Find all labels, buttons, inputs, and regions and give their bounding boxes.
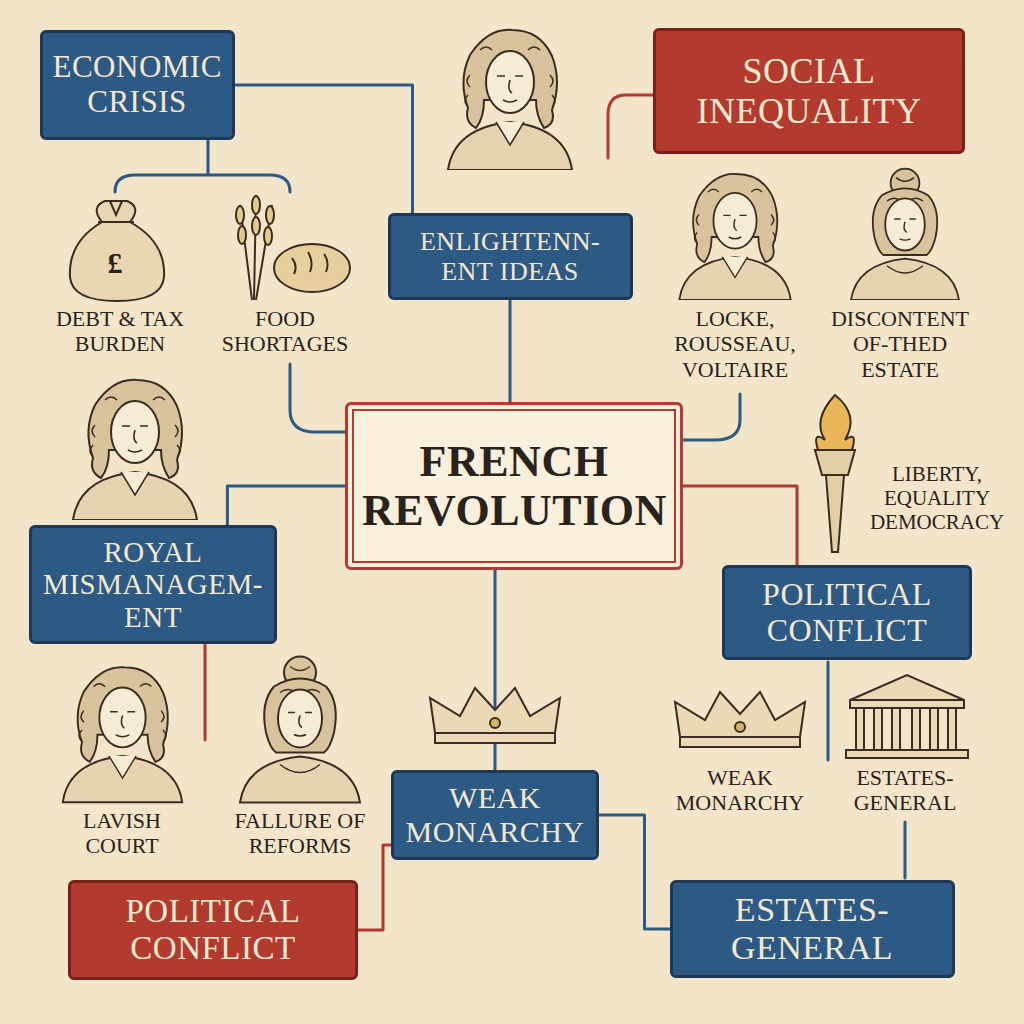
crown-symbol	[490, 718, 500, 728]
crown-symbol	[435, 733, 555, 743]
topic-label: ECONOMIC CRISIS	[53, 50, 222, 119]
crown-symbol	[675, 692, 805, 737]
topic-label: FRENCH REVOLUTION	[362, 437, 666, 536]
topic-box: WEAK MONARCHY	[391, 770, 599, 860]
wheat-and-bread	[274, 244, 350, 292]
temple-symbol	[948, 708, 956, 750]
liberty-torch	[826, 475, 844, 552]
wheat-and-bread	[292, 252, 328, 274]
topic-label: ROYAL MISMANAGEM- ENT	[42, 536, 264, 633]
wheat-and-bread	[238, 226, 246, 244]
topic-label: POLITICAL CONFLICT	[735, 577, 959, 649]
cause-label: FALLURE OF REFORMS	[225, 808, 375, 859]
money-bag	[70, 201, 164, 301]
connector-line	[683, 486, 797, 565]
crown-symbol	[430, 688, 560, 733]
leader-lines	[682, 394, 740, 440]
wheat-and-bread	[252, 217, 260, 235]
temple-symbol	[930, 708, 938, 750]
queen-portrait	[240, 657, 360, 803]
wheat-and-bread	[236, 195, 350, 300]
connector-line	[227, 486, 345, 525]
topic-box: POLITICAL CONFLICT	[722, 565, 972, 660]
topic-label: POLITICAL CONFLICT	[81, 893, 345, 967]
cause-label: ESTATES- GENERAL	[835, 765, 975, 816]
cause-label: LOCKE, ROUSSEAU, VOLTAIRE	[660, 306, 810, 382]
cause-label: FOOD SHORTAGES	[215, 306, 355, 357]
topic-box: POLITICAL CONFLICT	[68, 880, 358, 980]
cause-label: DISCONTENT OF-THED ESTATE	[819, 306, 981, 382]
king-portrait	[73, 380, 197, 520]
connector-line	[235, 85, 413, 213]
topic-label: ESTATES- GENERAL	[683, 891, 942, 967]
cause-label: LAVISH COURT	[57, 808, 187, 859]
wheat-and-bread	[236, 206, 244, 224]
money-bag	[98, 201, 134, 222]
connector-line	[599, 815, 670, 929]
topic-box: ECONOMIC CRISIS	[40, 30, 235, 140]
wheat-and-bread	[252, 196, 260, 214]
temple-symbol	[850, 700, 964, 708]
topic-box: SOCIAL INEQUALITY	[653, 28, 965, 154]
leader-lines	[608, 95, 653, 158]
temple-symbol	[846, 750, 968, 758]
leader-lines	[204, 645, 207, 740]
leader-lines	[290, 364, 348, 432]
topic-label: ENLIGHTENN- ENT IDEAS	[401, 227, 620, 285]
temple-symbol	[874, 708, 882, 750]
philosopher-portrait	[448, 30, 572, 170]
liberty-torch	[816, 395, 854, 450]
crown-symbol	[430, 688, 560, 743]
topic-box: ESTATES- GENERAL	[670, 880, 955, 978]
commoner-portrait	[851, 169, 959, 300]
leader-lines	[115, 95, 905, 878]
wheat-and-bread	[266, 206, 274, 224]
leader-lines	[827, 662, 830, 760]
topic-label: SOCIAL INEQUALITY	[666, 51, 952, 132]
temple-symbol	[850, 675, 964, 700]
temple-symbol	[912, 708, 920, 750]
topic-box: ENLIGHTENN- ENT IDEAS	[388, 213, 633, 300]
courtier-portrait	[63, 667, 183, 802]
connector-line	[509, 300, 512, 402]
cause-label: DEBT & TAX BURDEN	[38, 306, 203, 357]
cause-label: LIBERTY, EQUALITY DEMOCRACY	[867, 462, 1007, 534]
connector-line	[358, 845, 391, 930]
central-topic-box: FRENCH REVOLUTION	[345, 402, 683, 570]
topic-label: WEAK MONARCHY	[404, 781, 586, 848]
crown-symbol	[735, 722, 745, 732]
liberty-torch	[815, 450, 855, 475]
leader-lines	[115, 140, 290, 192]
currency-symbol: £	[95, 246, 135, 281]
liberty-torch	[815, 395, 855, 552]
temple-symbol	[892, 708, 900, 750]
crown-symbol	[680, 737, 800, 747]
philosopher-portrait	[679, 174, 791, 300]
crown-symbol	[675, 692, 805, 747]
temple-symbol	[856, 708, 864, 750]
cause-label: WEAK MONARCHY	[665, 765, 815, 816]
topic-box: ROYAL MISMANAGEM- ENT	[29, 525, 277, 644]
wheat-and-bread	[264, 227, 272, 245]
leader-lines	[904, 822, 907, 878]
money-bag	[70, 201, 164, 301]
temple-symbol	[846, 675, 968, 758]
